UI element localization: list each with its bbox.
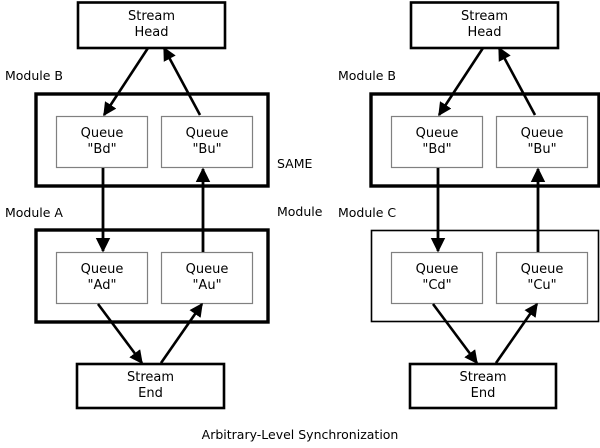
right-queue-bd-box	[390, 115, 484, 169]
right-queue-bu-box	[495, 115, 589, 169]
right-module-b-tag: Module B	[338, 68, 397, 83]
left-stream-end-box	[75, 362, 226, 410]
same-module-note: SAME Module	[277, 124, 322, 252]
left-module-b-tag: Module B	[5, 68, 64, 83]
right-module-c-tag: Module C	[338, 205, 397, 220]
left-stream-head-box	[76, 1, 227, 50]
left-queue-au-box	[160, 251, 254, 305]
left-module-a-tag: Module A	[5, 205, 63, 220]
right-stream-end-box	[408, 362, 558, 410]
diagram-caption: Arbitrary-Level Synchronization	[201, 427, 399, 442]
same-module-note-line2: Module	[277, 204, 323, 219]
left-arrow-end-to-au	[159, 302, 204, 364]
right-arrow-end-to-cu	[494, 302, 539, 364]
right-queue-cd-box	[390, 251, 484, 305]
right-queue-cu-box	[495, 251, 589, 305]
left-queue-ad-box	[55, 251, 149, 305]
left-arrow-bu-to-head	[162, 46, 202, 116]
left-queue-bu-box	[160, 115, 254, 169]
same-module-note-line1: SAME	[277, 156, 313, 171]
right-arrow-bu-to-head	[497, 46, 537, 116]
left-queue-bd-box	[55, 115, 149, 169]
left-arrow-head-to-bd	[102, 47, 150, 117]
right-stream-head-box	[409, 1, 560, 50]
right-arrow-cd-to-end	[431, 303, 479, 365]
left-arrow-ad-to-end	[96, 303, 144, 365]
right-arrow-head-to-bd	[437, 47, 485, 117]
